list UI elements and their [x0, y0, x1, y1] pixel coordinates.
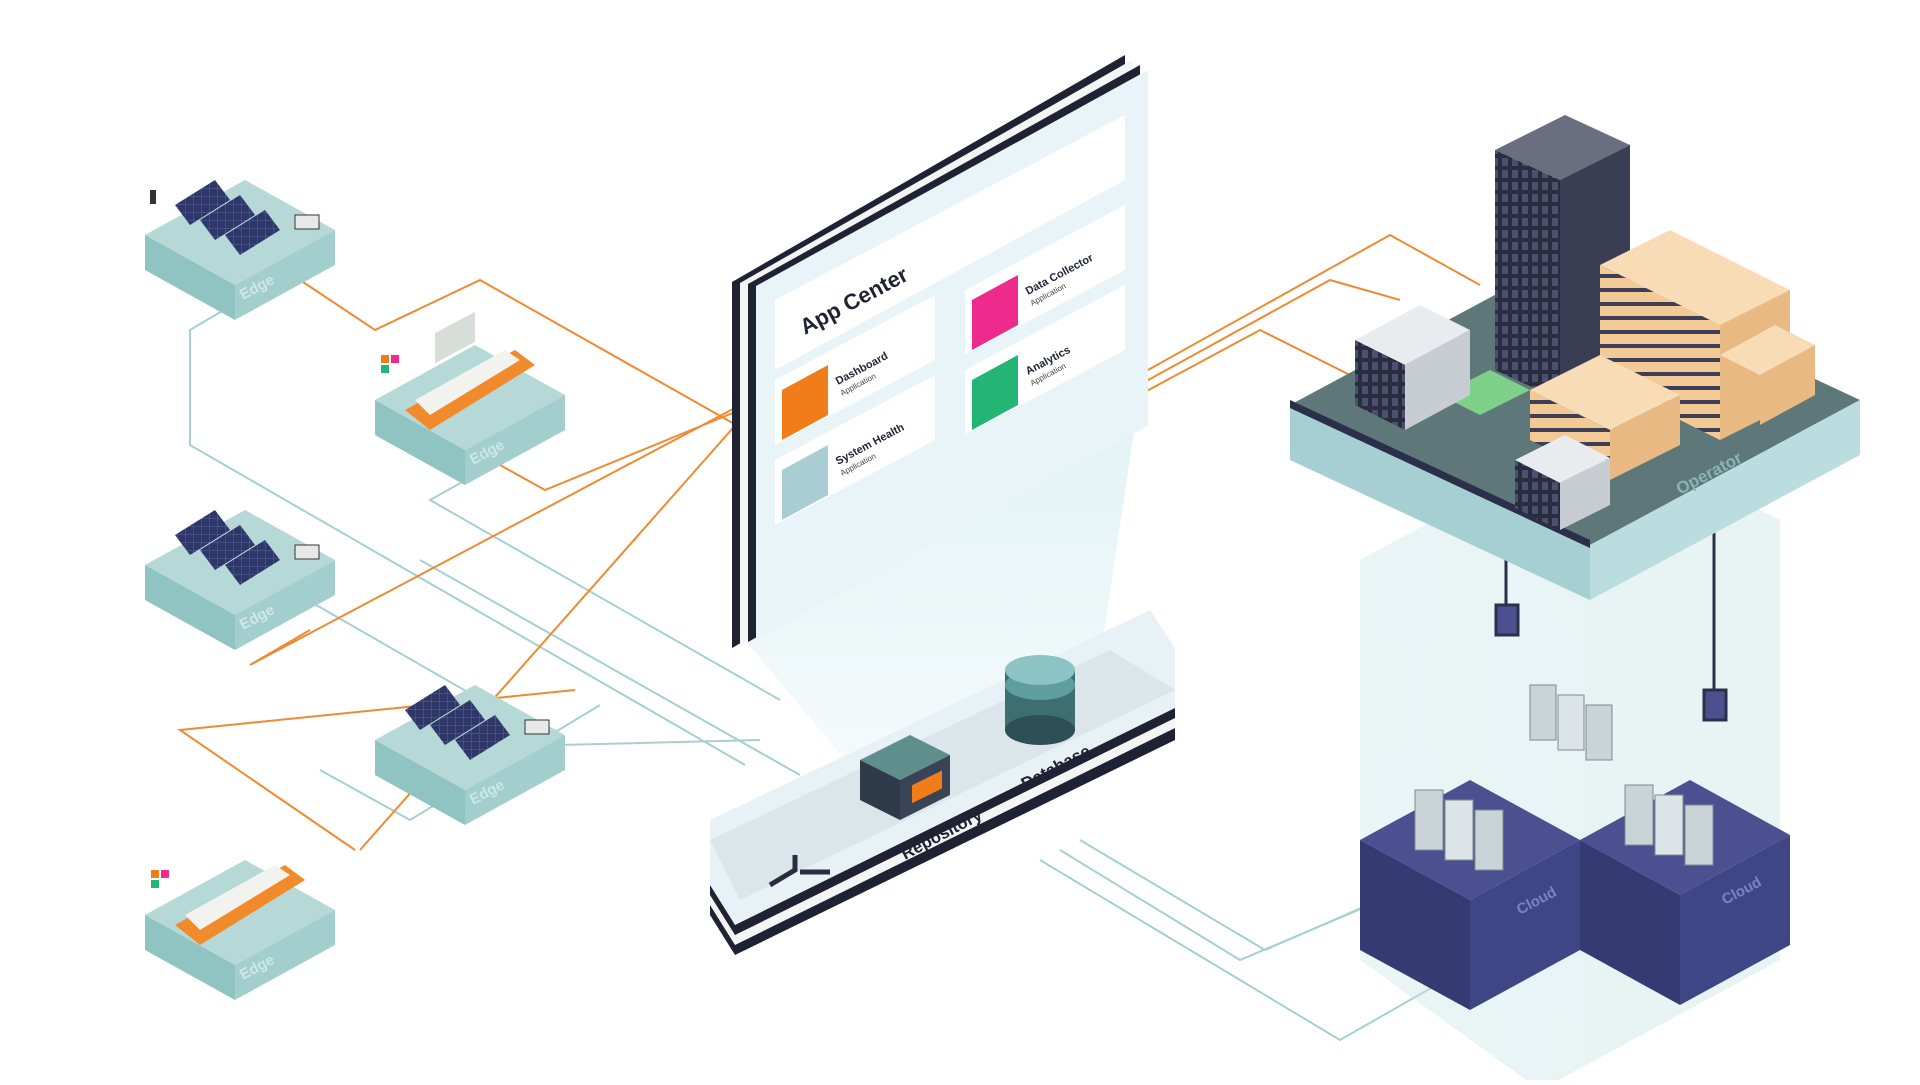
orange-link [1129, 328, 1351, 401]
orange-link [249, 399, 751, 666]
orange-link [1129, 278, 1401, 391]
ship-icon [175, 865, 305, 945]
edge-site-solar-3[interactable]: Edge [375, 685, 565, 825]
inverter-box [294, 544, 320, 560]
repository-server[interactable] [860, 735, 950, 820]
projection-beam [745, 425, 1135, 790]
edge-site-solar-1[interactable]: Edge [145, 180, 335, 320]
app-card-dashboard[interactable]: Dashboard Application [775, 295, 935, 445]
orange-link [499, 409, 741, 492]
title-card [775, 115, 1125, 370]
edge-site-ship-2[interactable]: Edge [145, 860, 335, 1000]
data-collector-app-icon [972, 275, 1018, 350]
app-badges [151, 870, 169, 888]
app-card-analytics[interactable]: Analytics Application [965, 285, 1125, 435]
cloud-block-left[interactable]: Cloud [1360, 780, 1580, 1010]
elevator-cables [1494, 520, 1728, 722]
teal-link [419, 559, 801, 776]
hub-platform: Repository Database [710, 610, 1175, 955]
database-cylinder[interactable] [1005, 655, 1075, 745]
hub-logo-icon [768, 855, 830, 888]
signal-icon [150, 190, 156, 204]
ship-icon [405, 311, 535, 430]
inverter-box [294, 214, 320, 230]
orange-link [299, 278, 746, 431]
solar-panels [175, 510, 280, 585]
orange-link [1129, 233, 1481, 381]
edge-site-ship-1[interactable]: Edge [375, 311, 565, 485]
solar-panels [405, 685, 510, 760]
server-racks [1414, 684, 1714, 871]
app-badges [381, 355, 399, 373]
city-buildings [1355, 115, 1815, 530]
dashboard-app-icon [782, 365, 828, 440]
app-card-data-collector[interactable]: Data Collector Application [965, 205, 1125, 355]
analytics-app-icon [972, 355, 1018, 430]
edge-site-solar-2[interactable]: Edge [145, 510, 335, 650]
operator-cloud-tower: Cloud Cloud [1290, 115, 1860, 1085]
system-health-app-icon [782, 445, 828, 520]
solar-panels [175, 180, 280, 255]
app-card-system-health[interactable]: System Health Application [775, 375, 935, 525]
inverter-box [524, 719, 550, 735]
app-center-screen: App Center Dashboard Application System … [732, 55, 1148, 648]
repository-badge [912, 770, 942, 804]
teal-link [427, 449, 781, 701]
